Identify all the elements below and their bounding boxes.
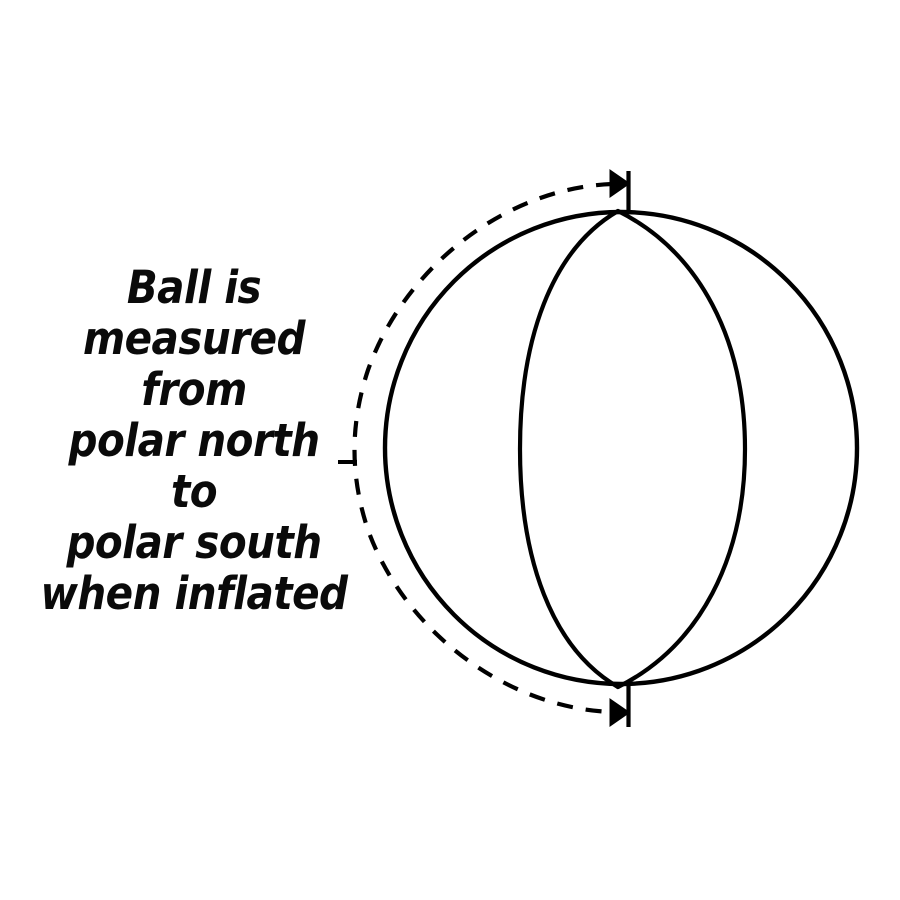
left-inner-meridian xyxy=(517,208,621,690)
caption-line-7: when inflated xyxy=(40,567,348,620)
right-inner-meridian xyxy=(615,208,748,690)
south-arrowhead-icon xyxy=(609,698,631,727)
caption-line-1: Ball is xyxy=(126,261,262,314)
caption-line-5: to xyxy=(170,465,218,518)
caption-line-2: measured xyxy=(82,312,306,365)
measurement-dashed-arc xyxy=(352,181,613,715)
caption-line-6: polar south xyxy=(66,516,322,569)
caption-text-block: Ball is measured from polar north to pol… xyxy=(18,262,370,619)
north-arrowhead-icon xyxy=(609,169,631,198)
caption-line-4: polar north xyxy=(68,414,321,467)
caption-line-3: from xyxy=(141,363,247,416)
